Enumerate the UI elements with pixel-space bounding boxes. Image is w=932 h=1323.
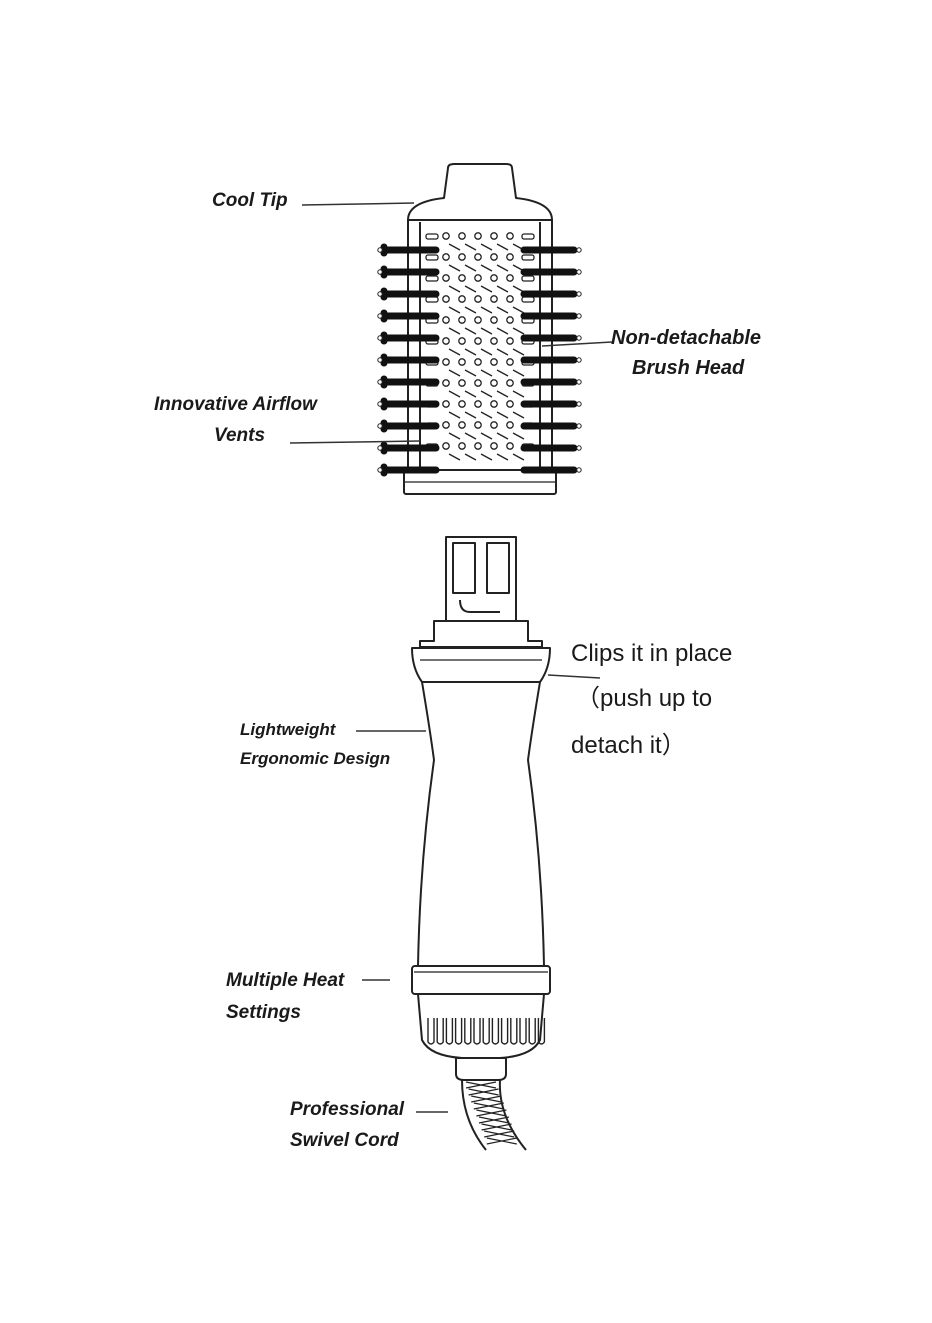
bristle-icon [384, 423, 436, 429]
bristle-tip-icon [577, 402, 581, 406]
heat-settings-ring [412, 966, 550, 994]
brush-barrel [408, 220, 552, 472]
label-cool-tip: Cool Tip [212, 191, 288, 210]
label-heat-line1: Multiple Heat [226, 971, 344, 990]
connector-prongs [446, 537, 516, 621]
label-clips-line1: Clips it in place [571, 642, 732, 666]
bristle-tip-icon [378, 270, 382, 274]
bristle-icon [384, 269, 436, 275]
bristle-icon [384, 401, 436, 407]
label-airflow-line2: Vents [214, 426, 265, 445]
label-non-detachable-line2: Brush Head [632, 358, 744, 378]
bristle-tip-icon [378, 314, 382, 318]
bristle-tip-icon [378, 380, 382, 384]
ergonomic-handle [418, 682, 544, 966]
label-lightweight-line2: Ergonomic Design [240, 750, 390, 767]
cord-braid [466, 1082, 517, 1144]
label-cord-line2: Swivel Cord [290, 1131, 399, 1150]
cool-tip-cap [408, 164, 552, 220]
bristle-tip-icon [378, 292, 382, 296]
bristle-tip-icon [378, 424, 382, 428]
bristle-tip-icon [378, 446, 382, 450]
bristle-tip-icon [378, 336, 382, 340]
bristle-icon [384, 357, 436, 363]
bristle-tip-icon [378, 248, 382, 252]
bristle-icon [384, 291, 436, 297]
bristle-tip-icon [577, 358, 581, 362]
swivel-joint [456, 1058, 506, 1080]
handle-body [412, 537, 550, 1150]
clip-collar [420, 621, 542, 647]
bristle-tip-icon [577, 248, 581, 252]
bristle-icon [384, 247, 436, 253]
bristle-tip-icon [577, 446, 581, 450]
bristle-tip-icon [577, 424, 581, 428]
brush-head-attachment [378, 164, 581, 494]
label-clips-line3: detach it） [571, 734, 686, 758]
bristle-icon [384, 379, 436, 385]
bristle-icon [384, 313, 436, 319]
bristle-tip-icon [378, 402, 382, 406]
bristle-tip-icon [378, 468, 382, 472]
bristle-tip-icon [577, 380, 581, 384]
label-clips-line2: （push up to [576, 687, 712, 711]
label-heat-line2: Settings [226, 1003, 301, 1022]
bristle-tip-icon [577, 336, 581, 340]
bristle-icon [384, 335, 436, 341]
bristle-tip-icon [378, 358, 382, 362]
bristle-tip-icon [577, 292, 581, 296]
bristle-tip-icon [577, 270, 581, 274]
label-cord-line1: Professional [290, 1100, 404, 1119]
label-airflow-line1: Innovative Airflow [154, 395, 317, 414]
bristle-icon [384, 445, 436, 451]
bristle-icon [384, 467, 436, 473]
label-non-detachable-line1: Non-detachable [611, 328, 761, 348]
label-lightweight-line1: Lightweight [240, 721, 335, 738]
bristle-tip-icon [577, 468, 581, 472]
bristle-tip-icon [577, 314, 581, 318]
